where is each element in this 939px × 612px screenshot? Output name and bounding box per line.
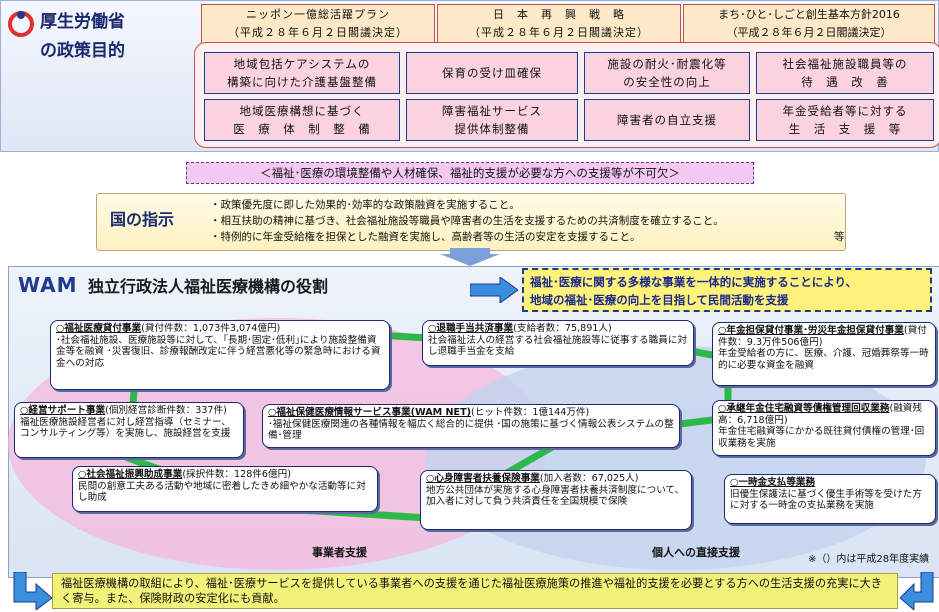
item-sub: (貸付件数：9.3万件506億円) <box>718 325 927 348</box>
item-desc: ･社会福祉施設、医療施設等に対して、｢長期･固定･低利｣により施設整備資金等を融… <box>56 334 381 369</box>
ministry-title: 厚生労働省 <box>40 12 125 32</box>
item-desc: 旧優生保護法に基づく優生手術等を受けた方に対する一時金の支払業務を実施 <box>730 488 922 512</box>
footnote: ※（）内は平成28年度実績 <box>808 554 930 565</box>
purpose-box: 社会福祉施設職員等の待 遇 改 善 <box>756 52 934 94</box>
wam-logo: WAM <box>18 273 78 297</box>
item-desc: 年金受給者の方に、医療、介護、冠婚葬祭等一時的に必要な資金を融資 <box>718 348 929 371</box>
business-item: ○福祉医療貸付事業(貸付件数：1,073件3,074億円) ･社会福祉施設、医療… <box>50 320 390 390</box>
wam-title: 独立行政法人福祉医療機構の役割 <box>88 277 329 296</box>
item-sub: (ヒット件数：1億144万件) <box>471 407 590 418</box>
business-item: ○退職手当共済事業(支給者数：75,891人) 社会福祉法人の経営する社会福祉施… <box>422 320 694 366</box>
plan-line: 日 本 再 興 戦 略 <box>493 8 625 21</box>
item-desc: 地方公共団体が実施する心身障害者扶養共済制度について、加入者に対して負う共済責任… <box>426 484 685 508</box>
business-item: ○社会福祉振興助成事業(採択件数：128件6億円) 民間の創意工夫ある活動や地域… <box>72 466 378 512</box>
item-title: ○年金担保貸付事業･労災年金担保貸付事業 <box>718 325 904 336</box>
purpose-box: 地域医療構想に基づく医 療 体 制 整 備 <box>204 99 400 141</box>
item-desc: 福祉医療施設経営者に対し経営指導（セミナー、コンサルティング等）を実施し、施設経… <box>20 416 231 440</box>
purpose-box: 施設の耐火･耐震化等の安全性の向上 <box>584 52 750 94</box>
individual-support-label: 個人への直接支援 <box>652 546 740 559</box>
plan-box: 日 本 再 興 戦 略 （平成２８年６月２日閣議決定） <box>437 4 681 44</box>
purpose-line: 施設の耐火･耐震化等 <box>607 57 727 71</box>
purpose-line: 生 活 支 援 等 <box>788 122 902 136</box>
plan-line: （平成２８年６月２日閣議決定） <box>228 26 408 39</box>
business-item: ○経営サポート事業(個別経営診断件数：337件) 福祉医療施設経営者に対し経営指… <box>14 402 244 458</box>
item-title: ○経営サポート事業 <box>20 405 106 416</box>
business-item: ○年金担保貸付事業･労災年金担保貸付事業(貸付件数：9.3万件506億円) 年金… <box>712 322 936 386</box>
item-desc: ･福祉保健医療関連の各種情報を幅広く総合的に提供 ･国の施策に基づく情報公表シス… <box>268 418 674 442</box>
purpose-line: 地域包括ケアシステムの <box>233 57 371 71</box>
plan-line: （平成２８年６月２日閣議決定） <box>469 26 649 39</box>
necessity-banner: ＜福祉･医療の環境整備や人材確保、福祉的支援が必要な方への支援等が不可欠＞ <box>186 162 754 184</box>
business-item: ○一時金支払等業務 旧優生保護法に基づく優生手術等を受けた方に対する一時金の支払… <box>724 474 936 524</box>
purpose-box: 障害者の自立支援 <box>584 99 750 141</box>
item-desc: 年金住宅融資等にかかる既往貸付債権の管理･回収業務を実施 <box>718 426 925 449</box>
plan-box: まち･ひと･しごと創生基本方針2016 （平成２８年６月２日閣議決定） <box>683 4 935 44</box>
conclusion-box: 福祉医療機構の取組により、福祉･医療サービスを提供している事業者への支援を通じた… <box>52 573 898 609</box>
right-arrow-icon <box>470 277 518 303</box>
purpose-line: の安全性の向上 <box>623 75 711 89</box>
plan-line: （平成２８年６月２日閣議決定） <box>726 26 892 39</box>
business-item: ○承継年金住宅融資等債権管理回収業務(融資残高：6,718億円) 年金住宅融資等… <box>712 400 936 456</box>
item-sub: (貸付件数：1,073件3,074億円) <box>141 323 281 334</box>
purpose-line: 構築に向けた介護基盤整備 <box>227 75 377 89</box>
purpose-line: 障害者の自立支援 <box>617 113 717 127</box>
down-arrow-icon <box>440 248 500 266</box>
directive-label: 国の指示 <box>110 210 175 229</box>
role-line: 福祉･医療に関する多様な事業を一体的に実施することにより、 <box>530 275 858 289</box>
item-title: ○福祉保健医療情報サービス事業(WAM NET) <box>268 407 472 418</box>
purpose-box: 障害福祉サービス提供体制整備 <box>406 99 578 141</box>
item-title: ○心身障害者扶養保険事業 <box>426 473 540 484</box>
item-title: ○一時金支払等業務 <box>730 477 816 488</box>
item-sub: (採択件数：128件6億円) <box>182 469 291 480</box>
plan-line: まち･ひと･しごと創生基本方針2016 <box>718 8 900 21</box>
purpose-line: 医 療 体 制 整 備 <box>233 122 371 136</box>
directive-item: ・特例的に年金受給権を担保とした融資を実施し、高齢者等の生活の安定を支援すること… <box>210 231 641 243</box>
item-title: ○社会福祉振興助成事業 <box>78 469 183 480</box>
business-item: ○福祉保健医療情報サービス事業(WAM NET)(ヒット件数：1億144万件) … <box>262 404 680 448</box>
ministry-subtitle: の政策目的 <box>40 41 125 61</box>
purpose-box: 保育の受け皿確保 <box>406 52 578 94</box>
item-title: ○福祉医療貸付事業 <box>56 323 142 334</box>
plan-box: ニッポン一億総活躍プラン （平成２８年６月２日閣議決定） <box>201 4 435 44</box>
item-desc: 民間の創意工夫ある活動や地域に密着したきめ細やかな活動等に対し助成 <box>78 480 366 504</box>
item-title: ○退職手当共済事業 <box>428 323 514 334</box>
role-box: 福祉･医療に関する多様な事業を一体的に実施することにより、 地域の福祉･医療の向… <box>522 268 932 312</box>
purpose-line: 保育の受け皿確保 <box>442 66 542 80</box>
role-line: 地域の福祉･医療の向上を目指して民間活動を支援 <box>530 293 789 307</box>
purpose-line: 待 遇 改 善 <box>801 75 889 89</box>
purpose-line: 年金受給者等に対する <box>782 104 908 118</box>
purpose-line: 障害福祉サービス <box>442 104 542 118</box>
business-support-label: 事業者支援 <box>312 546 367 559</box>
purpose-line: 提供体制整備 <box>454 122 530 136</box>
directive-items: ・政策優先度に即した効果的･効率的な政策融資を実施すること。 ・相互扶助の精神に… <box>210 197 724 245</box>
item-sub: (個別経営診断件数：337件) <box>105 405 227 416</box>
directive-etc: 等 <box>834 231 845 243</box>
item-sub: (支給者数：75,891人) <box>513 323 612 334</box>
purpose-line: 社会福祉施設職員等の <box>782 57 908 71</box>
purpose-box: 年金受給者等に対する生 活 支 援 等 <box>756 99 934 141</box>
purpose-box: 地域包括ケアシステムの構築に向けた介護基盤整備 <box>204 52 400 94</box>
item-title: ○承継年金住宅融資等債権管理回収業務 <box>718 403 890 414</box>
plan-line: ニッポン一億総活躍プラン <box>246 8 390 21</box>
directive-item: ・政策優先度に即した効果的･効率的な政策融資を実施すること。 <box>210 199 520 211</box>
ministry-logo-icon <box>8 11 34 37</box>
curved-arrow-left-icon <box>13 572 52 610</box>
item-sub: (加入者数：67,025人) <box>539 473 639 484</box>
item-desc: 社会福祉法人の経営する社会福祉施設等に従事する職員に対し退職手当金を支給 <box>428 334 688 358</box>
business-item: ○心身障害者扶養保険事業(加入者数：67,025人) 地方公共団体が実施する心身… <box>420 470 692 530</box>
item-sub: (融資残高：6,718億円) <box>718 403 922 426</box>
directive-item: ・相互扶助の精神に基づき、社会福祉施設等職員や障害者の生活を支援するための共済制… <box>210 215 724 227</box>
purpose-line: 地域医療構想に基づく <box>239 104 365 118</box>
curved-arrow-right-icon <box>900 572 934 610</box>
